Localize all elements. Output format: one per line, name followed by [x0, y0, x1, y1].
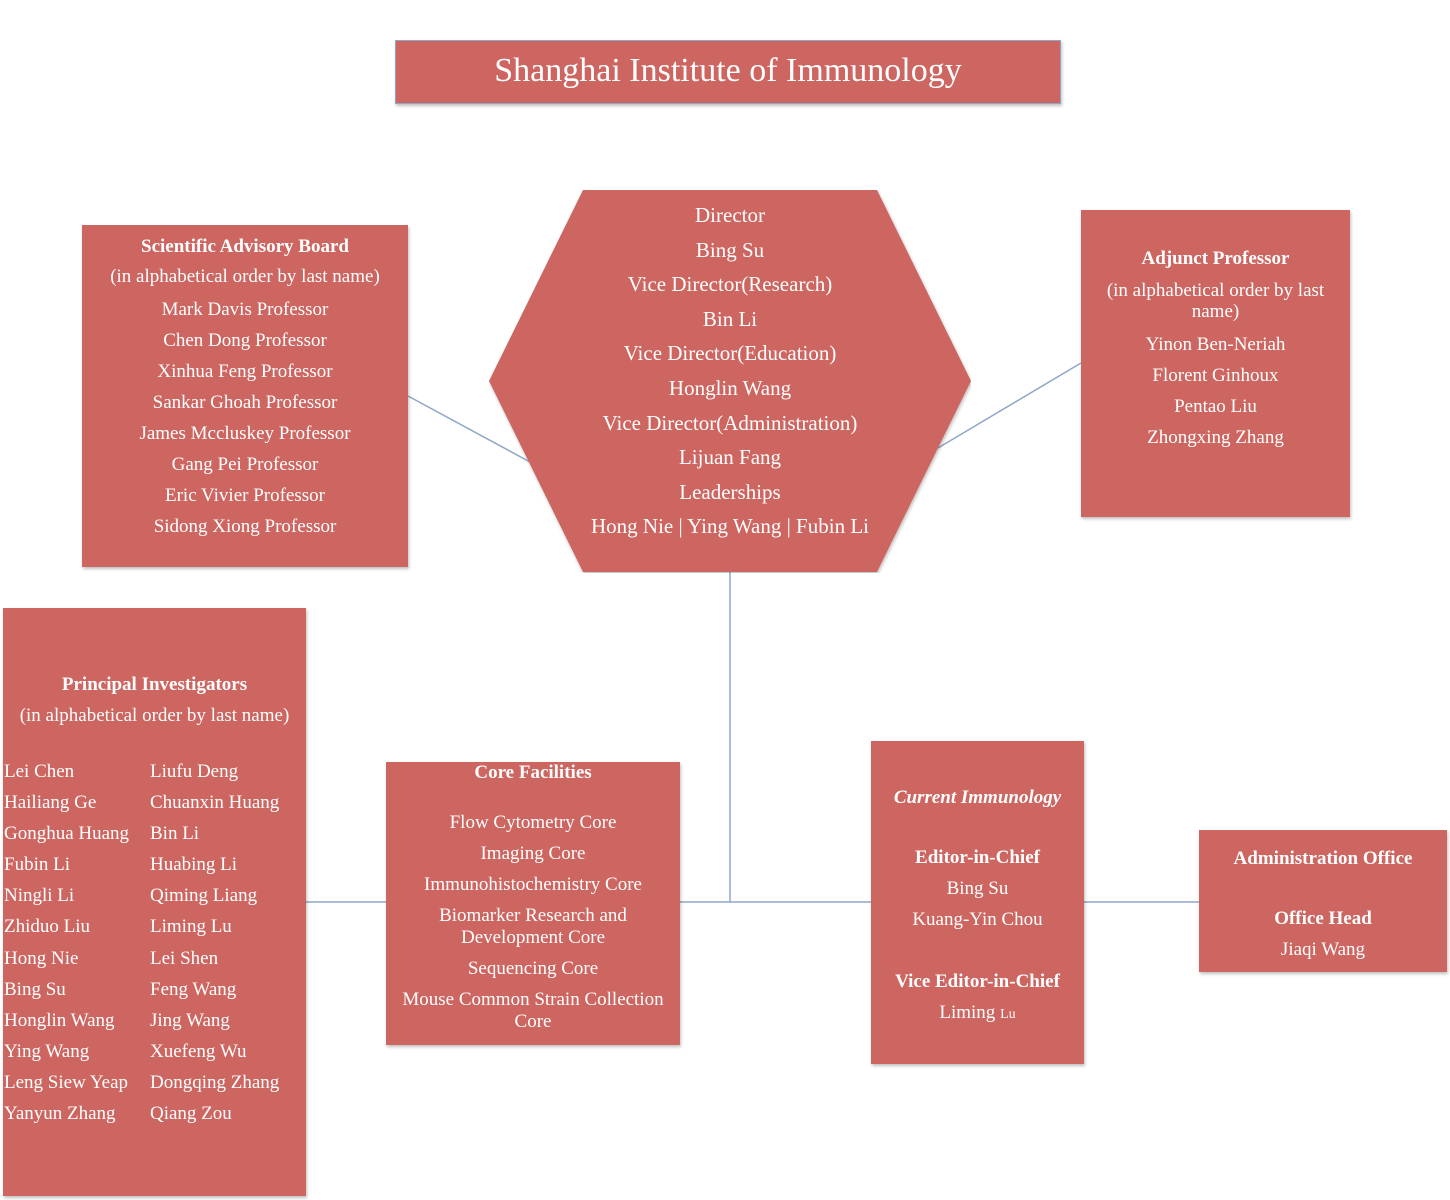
- vice-editor-name-small: Lu: [1000, 1007, 1016, 1022]
- vice-director-education-label: Vice Director(Education): [623, 341, 837, 366]
- core-facility-item: Imaging Core: [480, 843, 586, 864]
- editor-name: Bing Su: [946, 878, 1009, 899]
- adjunct-member: Pentao Liu: [1174, 396, 1257, 417]
- pi-name: Bing Su: [4, 978, 66, 1000]
- pi-name: Lei Shen: [150, 947, 219, 969]
- office-head-heading: Office Head: [1274, 908, 1372, 929]
- vice-director-administration-label: Vice Director(Administration): [602, 410, 858, 435]
- admin-office-heading: Administration Office: [1233, 848, 1413, 869]
- current-immunology-box: Current Immunology Editor-in-Chief Bing …: [871, 741, 1084, 1064]
- pi-name: Lei Chen: [4, 761, 75, 782]
- advisory-board-member: Sidong Xiong Professor: [153, 516, 337, 537]
- advisory-board-member: Xinhua Feng Professor: [157, 361, 333, 382]
- adjunct-member: Florent Ginhoux: [1152, 365, 1279, 386]
- advisory-board-box: Scientific Advisory Board (in alphabetic…: [82, 225, 408, 567]
- connector-sab-director: [407, 395, 531, 463]
- pi-name: Leng Siew Yeap: [4, 1071, 129, 1093]
- pi-name: Huabing Li: [150, 854, 238, 876]
- core-facility-item: Flow Cytometry Core: [449, 812, 617, 833]
- advisory-board-member: Gang Pei Professor: [171, 454, 319, 475]
- core-facility-item: Biomarker Research and Development Core: [439, 905, 627, 948]
- pi-name: Liufu Deng: [150, 761, 239, 782]
- pi-name: Bin Li: [150, 823, 200, 845]
- leaderships-label: Leaderships: [679, 479, 781, 504]
- office-head-name: Jiaqi Wang: [1280, 939, 1366, 960]
- pi-name: Hong Nie: [4, 947, 79, 969]
- vice-director-research-name: Bin Li: [702, 306, 758, 331]
- vice-director-research-label: Vice Director(Research): [627, 272, 833, 297]
- advisory-board-heading: Scientific Advisory Board: [141, 236, 349, 257]
- editor-name: Kuang-Yin Chou: [912, 909, 1043, 930]
- vice-editor-line: Liming Lu: [871, 997, 1084, 1030]
- advisory-board-member: Sankar Ghoah Professor: [152, 392, 338, 413]
- advisory-board-member: James Mccluskey Professor: [139, 423, 351, 444]
- adjunct-heading: Adjunct Professor: [1141, 248, 1290, 269]
- institute-title-box: Shanghai Institute of Immunology: [395, 40, 1061, 104]
- pi-name: Fubin Li: [4, 854, 70, 876]
- pi-name: Chuanxin Huang: [150, 792, 280, 814]
- pi-name: Honglin Wang: [4, 1009, 115, 1031]
- director-name: Bing Su: [695, 237, 765, 262]
- pi-name: Xuefeng Wu: [150, 1040, 247, 1062]
- journal-title: Current Immunology: [893, 787, 1062, 808]
- vice-editor-name: Liming: [939, 1002, 996, 1023]
- pi-name: Ying Wang: [4, 1040, 90, 1062]
- pi-heading: Principal Investigators: [61, 674, 248, 695]
- adjunct-professor-box: Adjunct Professor (in alphabetical order…: [1081, 210, 1350, 517]
- principal-investigators-box: Principal Investigators (in alphabetical…: [3, 608, 306, 1196]
- pi-name: Zhiduo Liu: [4, 916, 91, 938]
- adjunct-member: Zhongxing Zhang: [1147, 427, 1284, 448]
- pi-subheading: (in alphabetical order by last name): [19, 705, 290, 726]
- pi-name-grid: Lei Chen Liufu Deng Hailiang Ge Chuanxin…: [3, 756, 306, 1129]
- core-facilities-heading: Core Facilities: [474, 762, 592, 783]
- pi-name: Jing Wang: [150, 1009, 230, 1031]
- pi-name: Qiang Zou: [150, 1103, 232, 1125]
- pi-name: Gonghua Huang: [4, 823, 130, 845]
- vice-director-education-name: Honglin Wang: [668, 375, 792, 400]
- director-label: Director: [695, 203, 765, 227]
- vice-director-administration-name: Lijuan Fang: [678, 445, 782, 470]
- director-hexagon: [489, 190, 971, 572]
- pi-name: Hailiang Ge: [4, 792, 97, 814]
- institute-title: Shanghai Institute of Immunology: [494, 52, 962, 89]
- leaderships-names: Hong Nie | Ying Wang | Fubin Li: [591, 514, 869, 539]
- advisory-board-member: Mark Davis Professor: [161, 299, 329, 320]
- advisory-board-subheading: (in alphabetical order by last name): [110, 266, 380, 287]
- vice-editor-heading: Vice Editor-in-Chief: [895, 971, 1060, 992]
- core-facilities-box: Core Facilities Flow Cytometry Core Imag…: [386, 762, 680, 1045]
- advisory-board-member: Eric Vivier Professor: [165, 485, 325, 506]
- adjunct-subheading: (in alphabetical order by last name): [1106, 280, 1325, 322]
- core-facility-item: Sequencing Core: [467, 958, 599, 979]
- connector-director-adjunct: [937, 362, 1082, 449]
- pi-name: Ningli Li: [4, 885, 75, 907]
- administration-office-box: Administration Office Office Head Jiaqi …: [1199, 830, 1447, 972]
- pi-name: Feng Wang: [150, 978, 237, 1000]
- core-facility-item: Immunohistochemistry Core: [424, 874, 642, 895]
- core-facility-item: Mouse Common Strain Collection Core: [402, 989, 664, 1032]
- pi-name: Yanyun Zhang: [4, 1103, 116, 1125]
- pi-name: Dongqing Zhang: [150, 1071, 280, 1093]
- editor-in-chief-heading: Editor-in-Chief: [915, 847, 1040, 868]
- director-content: Director Bing Su Vice Director(Research)…: [489, 198, 971, 544]
- adjunct-member: Yinon Ben-Neriah: [1145, 334, 1286, 355]
- advisory-board-member: Chen Dong Professor: [163, 330, 327, 351]
- pi-name: Liming Lu: [150, 916, 232, 938]
- pi-name: Qiming Liang: [150, 885, 258, 907]
